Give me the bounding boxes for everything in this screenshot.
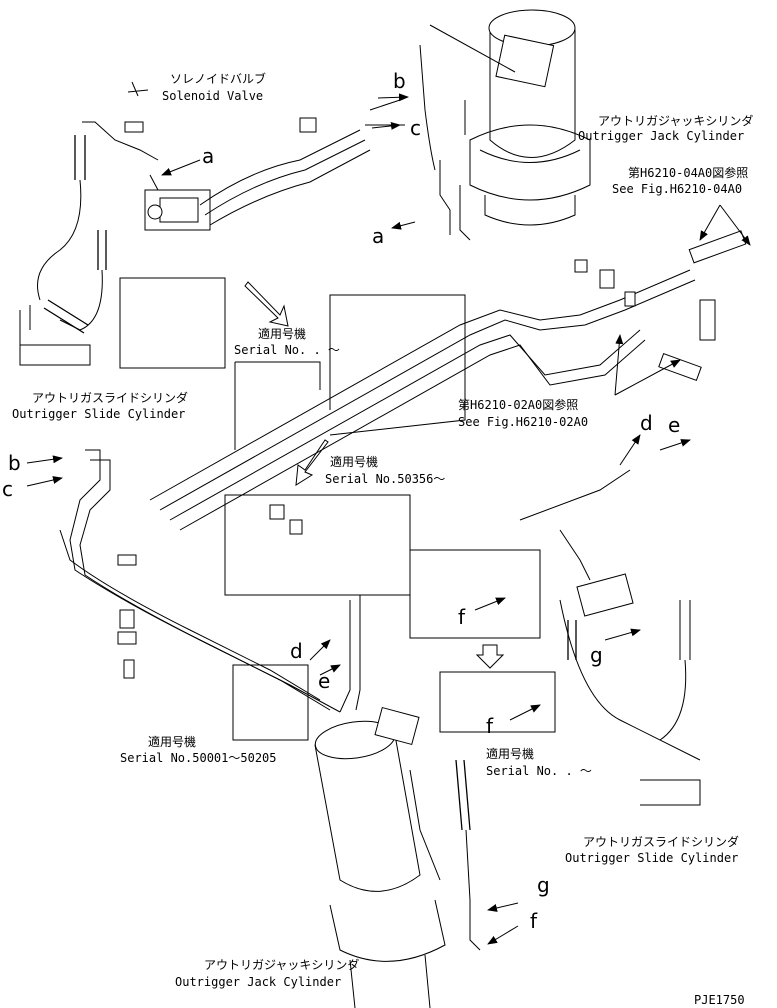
slide-cylinder-left-label-en: Outrigger Slide Cylinder [12, 407, 185, 421]
ref-letter-e: e [668, 413, 680, 437]
hoses-left [19, 135, 107, 366]
right-valve-group [519, 469, 701, 806]
ref-letter-g: g [537, 873, 550, 897]
slide-cylinder-left-label-jp: アウトリガスライドシリンダ [32, 390, 188, 405]
ref-letter-c: c [2, 477, 13, 501]
ref-letter-e: e [318, 669, 330, 693]
ref-letter-c: c [410, 116, 421, 140]
serial-label-2-en: Serial No.50356～ [325, 472, 445, 486]
solenoid-valve [82, 81, 211, 231]
serial-label-4-jp: 適用号機 [486, 746, 534, 761]
leader-arrows [26, 93, 751, 945]
serial-label-1-en: Serial No. . ～ [234, 343, 340, 357]
small-parts [117, 117, 747, 679]
tube-bundle-center [149, 269, 696, 531]
ref-letter-d: d [290, 639, 303, 663]
see-fig-02a0-label-jp: 第H6210-02A0図参照 [458, 397, 578, 412]
slide-cylinder-right-label-jp: アウトリガスライドシリンダ [583, 834, 739, 849]
jack-cylinder-top [429, 9, 591, 226]
jack-cylinder-top-label-jp: アウトリガジャッキシリンダ [598, 113, 753, 128]
ref-letter-b: b [8, 451, 21, 475]
ref-letter-b: b [393, 69, 406, 93]
serial-label-2-jp: 適用号機 [330, 454, 378, 469]
drawing-code: PJE1750 [694, 993, 745, 1007]
ref-letter-f: f [530, 909, 538, 933]
serial-pointers [244, 281, 505, 669]
jack-cylinder-bottom-label-jp: アウトリガジャッキシリンダ [204, 957, 359, 972]
ref-letter-f: f [486, 714, 494, 738]
jack-cylinder-top-label-en: Outrigger Jack Cylinder [578, 129, 744, 143]
serial-label-3-jp: 適用号機 [148, 734, 196, 749]
jack-cylinder-bottom-label-en: Outrigger Jack Cylinder [175, 975, 341, 989]
ref-letter-a: a [202, 144, 214, 168]
see-fig-04a0-label-en: See Fig.H6210-04A0 [612, 182, 742, 196]
ref-letter-g: g [590, 643, 603, 667]
slide-cylinder-right-label-en: Outrigger Slide Cylinder [565, 851, 738, 865]
ref-letter-d: d [640, 411, 653, 435]
serial-label-3-en: Serial No.50001～50205 [120, 751, 277, 765]
jack-cylinder-bottom [314, 706, 481, 1008]
ref-letter-a: a [372, 224, 384, 248]
tube-left-run [59, 449, 361, 713]
serial-label-1-jp: 適用号機 [258, 326, 306, 341]
serial-label-4-en: Serial No. . ～ [486, 764, 592, 778]
see-fig-02a0-label-en: See Fig.H6210-02A0 [458, 415, 588, 429]
solenoid-valve-label-jp: ソレノイドバルブ [170, 71, 266, 86]
see-fig-04a0-label-jp: 第H6210-04A0図参照 [628, 165, 748, 180]
tube-bundle-upper [199, 44, 471, 241]
callout-boxes [119, 277, 556, 741]
ref-letter-f: f [458, 605, 466, 629]
solenoid-valve-label-en: Solenoid Valve [162, 89, 263, 103]
